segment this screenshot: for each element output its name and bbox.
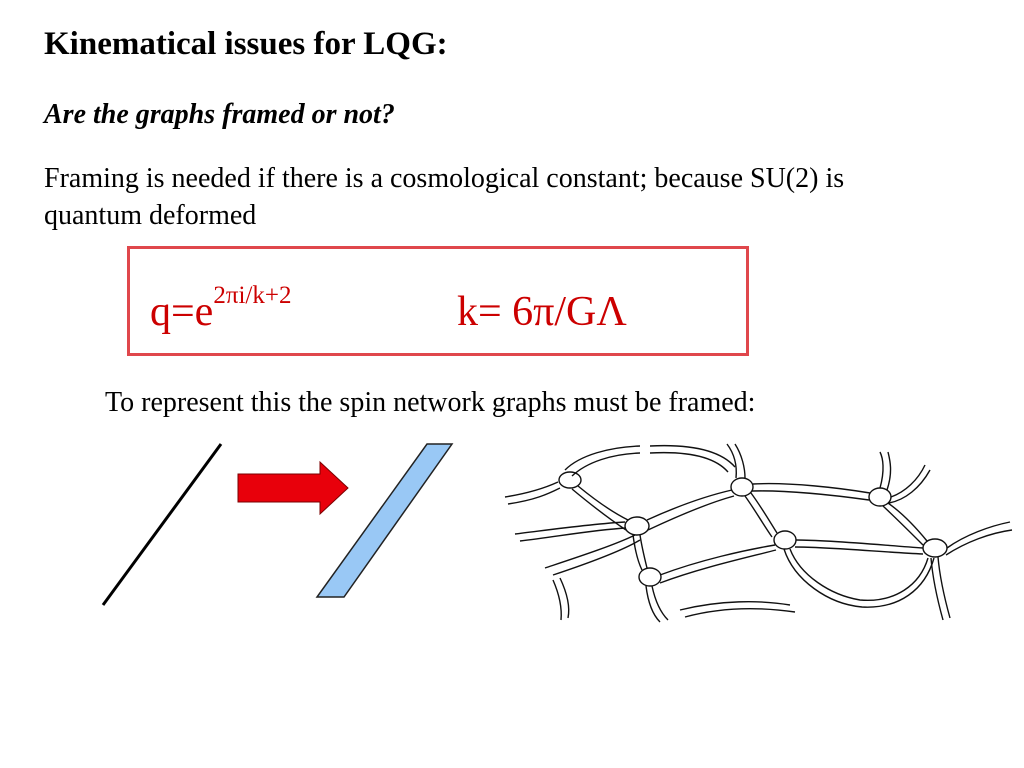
framing-paragraph: Framing is needed if there is a cosmolog… xyxy=(44,163,845,231)
spin-network-drawing xyxy=(504,443,1013,623)
formula-box: q=e2πi/k+2 k= 6π/GΛ xyxy=(127,246,749,356)
network-node xyxy=(638,567,662,587)
network-node xyxy=(624,516,650,536)
formula-k: k= 6π/GΛ xyxy=(457,289,627,335)
network-node xyxy=(730,477,754,497)
network-node xyxy=(558,471,582,489)
network-node xyxy=(773,530,797,550)
formula-q: q=e2πi/k+2 xyxy=(150,283,291,335)
framed-ribbon xyxy=(315,443,454,598)
right-arrow-icon xyxy=(237,460,349,516)
slide-title: Kinematical issues for LQG: xyxy=(44,26,448,62)
network-node xyxy=(868,487,892,507)
framing-caption: To represent this the spin network graph… xyxy=(105,387,756,418)
slide-subtitle: Are the graphs framed or not? xyxy=(44,99,395,130)
unframed-edge-line xyxy=(101,443,223,606)
network-node xyxy=(922,538,948,558)
formula-q-exponent: 2πi/k+2 xyxy=(213,282,292,309)
formula-q-base: q=e xyxy=(150,289,214,335)
